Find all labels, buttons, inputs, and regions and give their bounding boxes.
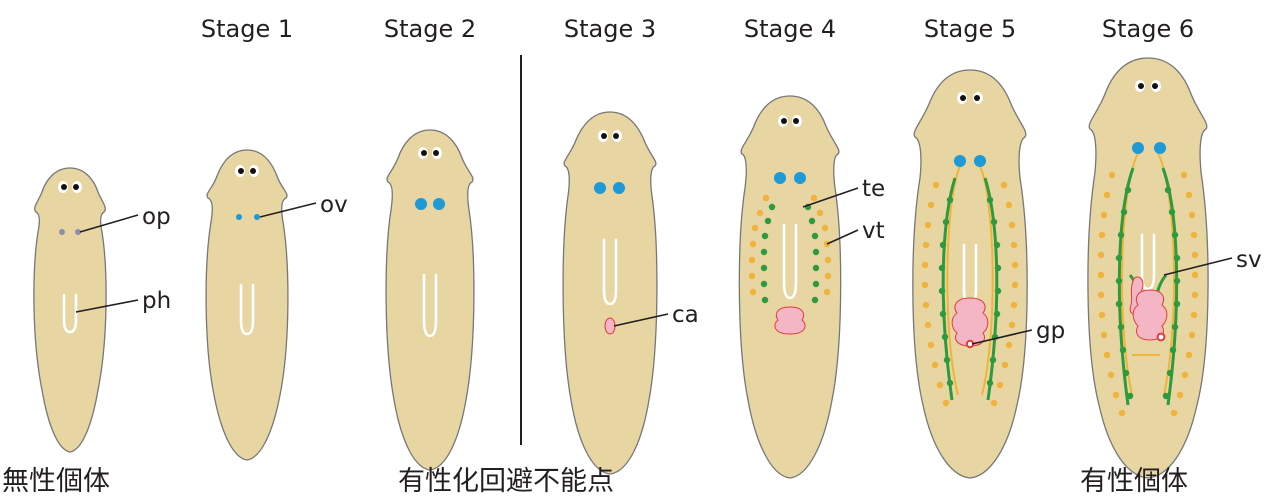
label-gp: gp: [1036, 318, 1065, 344]
planarian-body: [563, 112, 657, 474]
planarian-body: [206, 150, 288, 460]
copulatory-apparatus: [1133, 290, 1167, 340]
label-te: te: [862, 176, 885, 202]
caption-point-of-no-return: 有性化回避不能点: [398, 466, 614, 497]
planarian-body: [386, 130, 474, 470]
caption-asexual: 無性個体: [2, 466, 110, 497]
planarian-body: [34, 168, 106, 452]
stage-5-title: Stage 5: [924, 15, 1016, 43]
caption-sexual: 有性個体: [1080, 466, 1188, 497]
stage-6-title: Stage 6: [1102, 15, 1194, 43]
label-ov: ov: [320, 192, 348, 218]
planarian-body: [739, 96, 840, 478]
stage-4-title: Stage 4: [744, 15, 836, 43]
stage-1-title: Stage 1: [201, 15, 293, 43]
planarian-stage-1: [206, 150, 288, 460]
planarian-body: [913, 70, 1027, 478]
copulatory-apparatus: [952, 298, 988, 346]
planarian-stage-2: [386, 130, 474, 470]
label-op: op: [142, 204, 171, 230]
stage-titles: Stage 1 Stage 2 Stage 3 Stage 4 Stage 5 …: [201, 15, 1194, 43]
planarian-stage-5: [913, 70, 1027, 478]
copulatory-apparatus: [775, 307, 805, 334]
label-ph: ph: [142, 288, 171, 314]
stage-2-title: Stage 2: [384, 15, 476, 43]
captions: 無性個体 有性化回避不能点 有性個体: [2, 466, 1188, 497]
label-ca: ca: [672, 302, 699, 328]
label-vt: vt: [862, 218, 885, 244]
planarian-stage-4: [739, 96, 840, 478]
planarian-stage-3: [563, 112, 657, 474]
copulatory-apparatus-primordium: [605, 318, 615, 334]
gonopore: [1158, 334, 1165, 341]
planarian-asexual: [34, 168, 106, 452]
stage-3-title: Stage 3: [564, 15, 656, 43]
label-sv: sv: [1236, 247, 1262, 273]
